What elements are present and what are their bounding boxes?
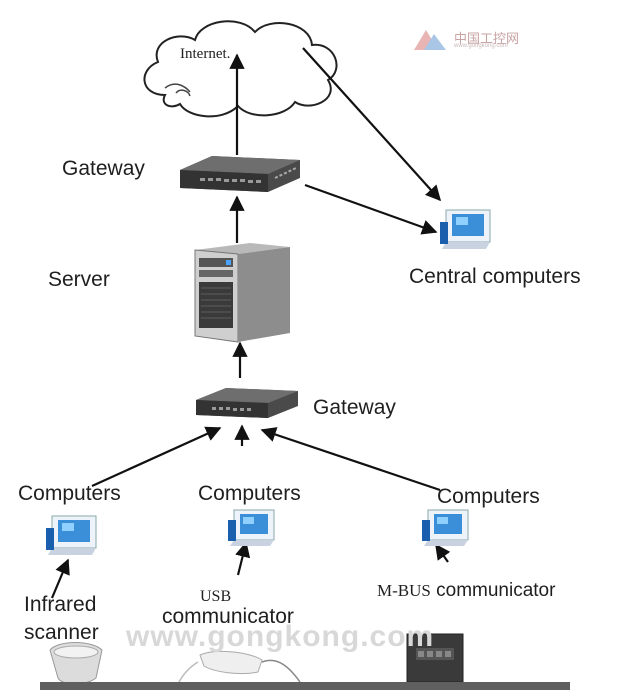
- usb-label-line1: USB: [200, 588, 232, 605]
- computers-2-icon: [228, 509, 275, 546]
- arrow-mbus-to-computers3: [435, 543, 451, 563]
- infrared-label-line2: scanner: [24, 621, 99, 644]
- mbus-label-rest: communicator: [430, 580, 556, 601]
- logo-text: 中国工控网: [454, 32, 520, 47]
- arrow-infrared-to-computers1: [50, 558, 70, 599]
- mbus-label-prefix: M-BUS: [377, 581, 431, 600]
- server-label: Server: [48, 268, 110, 291]
- arrow-lines: [50, 47, 451, 599]
- watermark-text: www.gongkong.com: [126, 620, 435, 653]
- mid-gateway-icon: [196, 388, 298, 418]
- arrow-internet-to-central: [302, 47, 442, 202]
- infrared-label-line1: Infrared: [24, 593, 97, 616]
- logo-subtext: www.gongkong.com: [454, 43, 508, 49]
- computers-1-icon: [46, 515, 97, 555]
- logo-mark-icon: [414, 30, 446, 50]
- server-icon: [194, 243, 290, 343]
- computers-3-icon: [422, 509, 469, 546]
- central-computers-label: Central computers: [409, 265, 581, 288]
- computers-2-label: Computers: [198, 482, 301, 505]
- arrow-gateway-to-central: [304, 183, 438, 235]
- internet-label: Internet.: [180, 46, 231, 62]
- top-gateway-label: Gateway: [62, 157, 145, 180]
- computers-3-label: Computers: [437, 485, 540, 508]
- computers-1-label: Computers: [18, 482, 121, 505]
- arrow-computers1-to-midgateway: [91, 426, 222, 488]
- arrow-usb-to-computers2: [235, 541, 251, 576]
- mid-gateway-label: Gateway: [313, 396, 396, 419]
- site-logo: 中国工控网 www.gongkong.com: [412, 26, 552, 54]
- usb-label-line2: communicator: [162, 605, 294, 628]
- internet-cloud-icon: [143, 20, 338, 118]
- arrow-computers3-to-midgateway: [260, 427, 441, 492]
- central-computer-icon: [440, 209, 491, 249]
- usb-communicator-icon: [177, 650, 301, 685]
- mbus-communicator-icon: [406, 633, 464, 683]
- top-gateway-icon: [180, 156, 300, 192]
- mbus-label: M-BUS communicator: [377, 578, 555, 602]
- infrared-scanner-icon: [49, 642, 103, 685]
- base-bar: [40, 682, 570, 690]
